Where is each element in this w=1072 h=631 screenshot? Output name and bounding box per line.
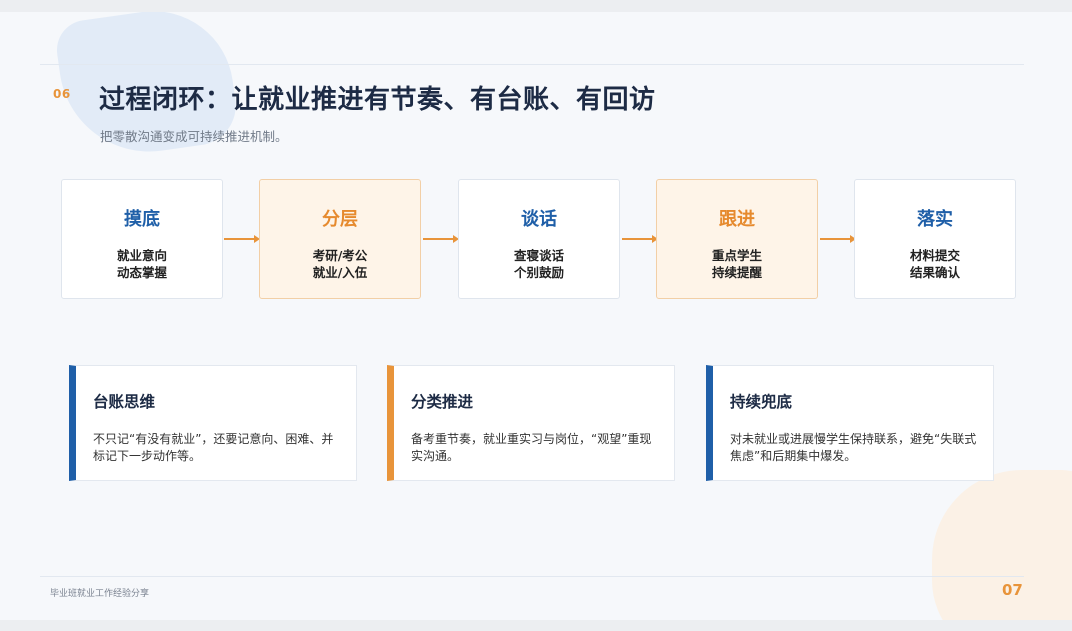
top-divider bbox=[40, 64, 1024, 65]
step-name: 跟进 bbox=[719, 209, 755, 230]
card-title: 分类推进 bbox=[411, 393, 474, 411]
step-desc-line: 持续提醒 bbox=[711, 265, 762, 280]
step-description: 就业意向 动态掌握 bbox=[62, 247, 222, 281]
flow-step-2: 分层 考研/考公 就业/入伍 bbox=[259, 179, 421, 299]
step-name: 分层 bbox=[322, 209, 358, 230]
footer-text: 毕业班就业工作经验分享 bbox=[50, 589, 150, 599]
flow-arrow-icon bbox=[423, 235, 459, 243]
card-text: 对未就业或进展慢学生保持联系，避免“失联式焦虑”和后期集中爆发。 bbox=[730, 432, 977, 463]
flow-arrow-icon bbox=[820, 235, 856, 243]
card-title: 台账思维 bbox=[93, 393, 156, 411]
flow-step-4: 跟进 重点学生 持续提醒 bbox=[656, 179, 818, 299]
flow-step-5: 落实 材料提交 结果确认 bbox=[854, 179, 1016, 299]
step-name: 落实 bbox=[917, 209, 953, 230]
flow-step-1: 摸底 就业意向 动态掌握 bbox=[61, 179, 223, 299]
card-title: 持续兜底 bbox=[730, 393, 793, 411]
step-desc-line: 重点学生 bbox=[711, 248, 762, 263]
step-desc-line: 结果确认 bbox=[909, 265, 960, 280]
section-number: 06 bbox=[53, 87, 71, 101]
flow-arrow-icon bbox=[224, 235, 260, 243]
step-description: 考研/考公 就业/入伍 bbox=[260, 247, 420, 281]
page-title: 过程闭环：让就业推进有节奏、有台账、有回访 bbox=[99, 85, 656, 115]
bottom-divider bbox=[40, 576, 1024, 577]
step-desc-line: 个别鼓励 bbox=[513, 265, 564, 280]
step-name: 谈话 bbox=[521, 209, 557, 230]
slide: 06 过程闭环：让就业推进有节奏、有台账、有回访 把零散沟通变成可持续推进机制。… bbox=[0, 12, 1072, 620]
card-text: 不只记“有没有就业”，还要记意向、困难、并标记下一步动作等。 bbox=[93, 432, 334, 463]
step-desc-line: 查寝谈话 bbox=[513, 248, 564, 263]
step-desc-line: 就业/入伍 bbox=[312, 265, 368, 280]
info-card-fallback: 持续兜底 对未就业或进展慢学生保持联系，避免“失联式焦虑”和后期集中爆发。 bbox=[706, 365, 994, 481]
step-name: 摸底 bbox=[124, 209, 160, 230]
flow-arrow-icon bbox=[622, 235, 658, 243]
info-card-classify: 分类推进 备考重节奏，就业重实习与岗位，“观望”重现实沟通。 bbox=[387, 365, 675, 481]
step-desc-line: 动态掌握 bbox=[116, 265, 167, 280]
step-description: 材料提交 结果确认 bbox=[855, 247, 1015, 281]
info-card-ledger: 台账思维 不只记“有没有就业”，还要记意向、困难、并标记下一步动作等。 bbox=[69, 365, 357, 481]
step-desc-line: 材料提交 bbox=[909, 248, 960, 263]
card-text: 备考重节奏，就业重实习与岗位，“观望”重现实沟通。 bbox=[411, 432, 652, 463]
step-desc-line: 考研/考公 bbox=[312, 248, 368, 263]
step-description: 查寝谈话 个别鼓励 bbox=[459, 247, 619, 281]
step-description: 重点学生 持续提醒 bbox=[657, 247, 817, 281]
page-subtitle: 把零散沟通变成可持续推进机制。 bbox=[100, 129, 288, 144]
step-desc-line: 就业意向 bbox=[116, 248, 167, 263]
page-number: 07 bbox=[1002, 581, 1023, 599]
flow-step-3: 谈话 查寝谈话 个别鼓励 bbox=[458, 179, 620, 299]
